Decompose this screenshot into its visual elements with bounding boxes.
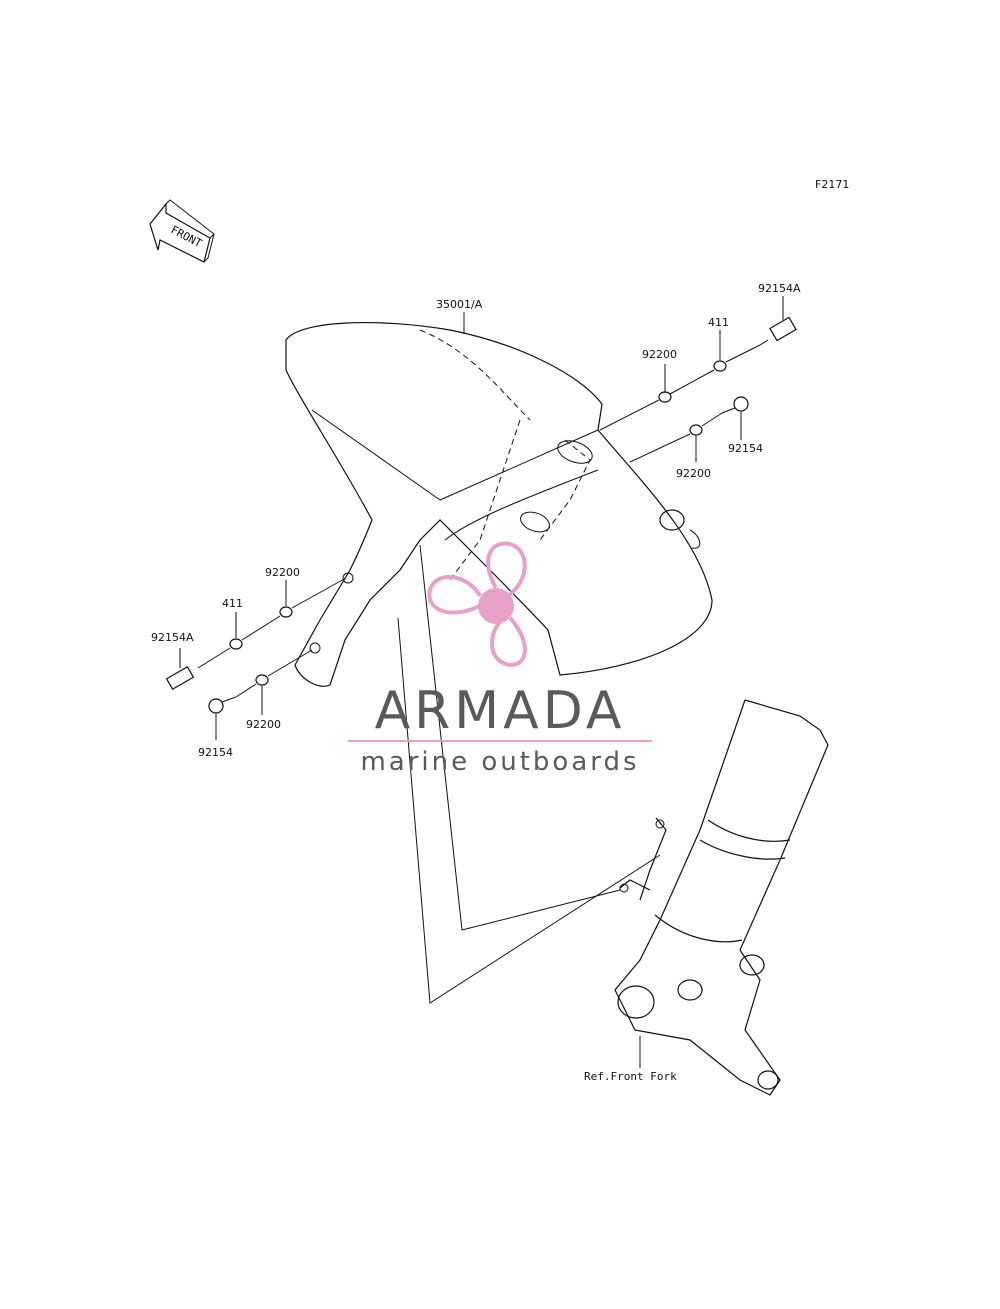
label-bolt-92154a-left: 92154A <box>151 631 194 644</box>
label-bolt-92154a-right: 92154A <box>758 282 801 295</box>
bolt-92154-left <box>208 696 237 714</box>
washer-92200-right-upper <box>658 391 672 403</box>
watermark-subtitle: marine outboards <box>360 747 639 777</box>
label-washer-92200-left-upper: 92200 <box>265 566 300 579</box>
watermark: ARMADA marine outboards <box>348 541 652 777</box>
washer-92200-left-upper <box>279 606 293 618</box>
bolt-92154-right <box>721 396 749 414</box>
label-washer-92200-right-lower: 92200 <box>676 467 711 480</box>
watermark-title: ARMADA <box>375 681 626 741</box>
label-washer-411-right: 411 <box>708 316 729 329</box>
propeller-logo-icon <box>427 541 527 668</box>
label-bolt-92154-right: 92154 <box>728 442 763 455</box>
label-washer-92200-right-upper: 92200 <box>642 348 677 361</box>
washer-92200-left-lower <box>255 674 269 686</box>
washer-92200-right-lower <box>689 424 703 436</box>
front-arrow-icon: FRONT <box>149 199 215 263</box>
washer-411-right <box>713 360 727 372</box>
label-bolt-92154-left: 92154 <box>198 746 233 759</box>
washer-411-left <box>229 638 243 650</box>
label-ref-front-fork: Ref.Front Fork <box>584 1070 677 1083</box>
diagram-code: F2171 <box>815 178 849 191</box>
front-fender <box>285 322 713 687</box>
label-washer-411-left: 411 <box>222 597 243 610</box>
label-washer-92200-left-lower: 92200 <box>246 718 281 731</box>
front-fork <box>614 699 829 1096</box>
label-fender: 35001/A <box>436 298 483 311</box>
bolt-92154a-left <box>165 665 195 691</box>
front-arrow-text: FRONT <box>169 223 205 250</box>
bolt-92154a-right <box>759 316 797 346</box>
